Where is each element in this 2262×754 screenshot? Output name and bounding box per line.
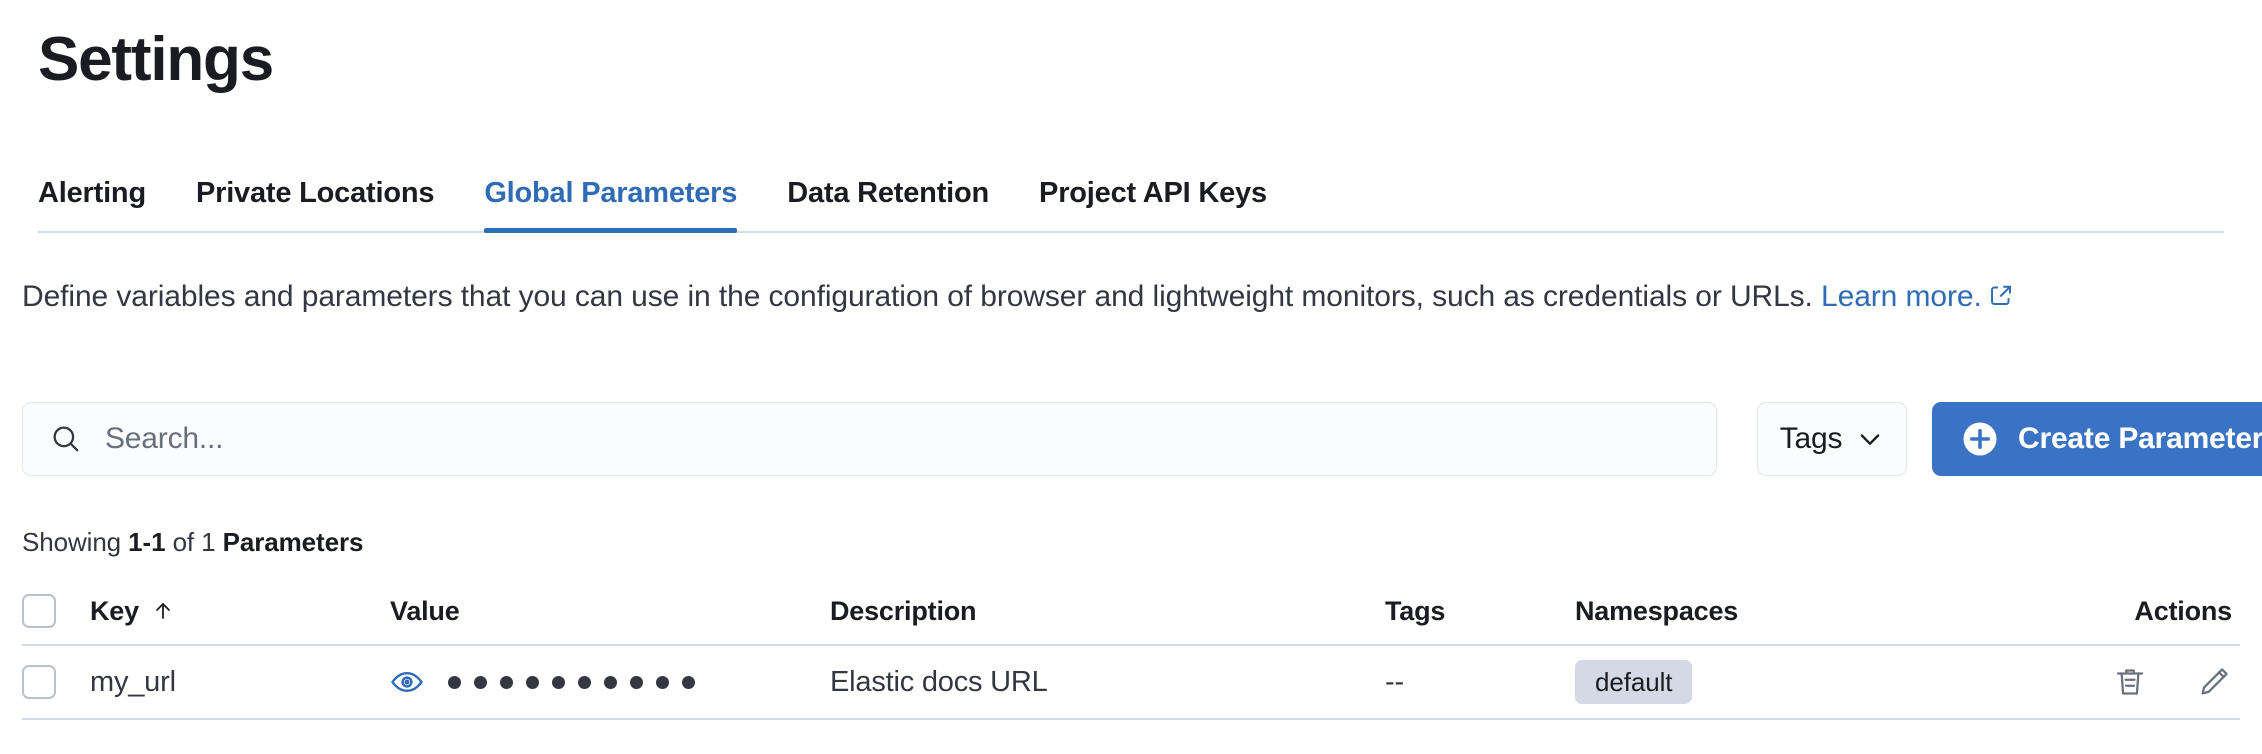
results-range: 1-1 — [128, 527, 166, 557]
learn-more-link[interactable]: Learn more. — [1821, 280, 1982, 313]
parameters-table: Key Value Description Tags Namespaces Ac… — [22, 578, 2240, 720]
external-link-icon — [1989, 273, 2013, 322]
plus-circle-icon — [1962, 421, 1998, 457]
chevron-down-icon — [1856, 425, 1884, 453]
trash-icon[interactable] — [2112, 664, 2148, 700]
header-cell-namespaces: Namespaces — [1575, 578, 2015, 644]
tab-global-parameters[interactable]: Global Parameters — [484, 155, 737, 233]
search-input[interactable] — [105, 422, 1690, 456]
tags-filter-button[interactable]: Tags — [1757, 402, 1907, 476]
cell-value — [390, 646, 830, 718]
column-tags-label: Tags — [1385, 595, 1446, 626]
cell-actions — [2015, 646, 2240, 718]
description-text: Define variables and parameters that you… — [22, 272, 2222, 322]
header-cell-description: Description — [830, 578, 1385, 644]
page-title: Settings — [38, 25, 274, 94]
column-namespaces-label: Namespaces — [1575, 595, 1739, 626]
description-body: Define variables and parameters that you… — [22, 280, 1822, 313]
results-noun: Parameters — [222, 527, 364, 557]
masked-value — [448, 675, 695, 689]
cell-description: Elastic docs URL — [830, 646, 1385, 718]
parameter-key: my_url — [90, 665, 176, 698]
results-prefix: Showing — [22, 527, 129, 557]
cell-tags: -- — [1385, 646, 1575, 718]
select-all-cell — [22, 578, 90, 644]
arrow-up-icon — [151, 599, 175, 623]
results-middle: of 1 — [165, 527, 223, 557]
namespace-badge: default — [1575, 660, 1693, 704]
tab-project-api-keys[interactable]: Project API Keys — [1039, 176, 1267, 209]
eye-icon[interactable] — [390, 665, 424, 699]
column-description-label: Description — [830, 595, 977, 626]
table-header-row: Key Value Description Tags Namespaces Ac… — [22, 578, 2240, 646]
column-value-label: Value — [390, 595, 460, 626]
row-checkbox[interactable] — [22, 665, 56, 699]
search-box[interactable] — [22, 402, 1717, 476]
pencil-icon[interactable] — [2196, 664, 2232, 700]
tags-filter-label: Tags — [1779, 422, 1843, 455]
create-parameter-label: Create Parameter — [2018, 422, 2262, 455]
results-count: Showing 1-1 of 1 Parameters — [22, 526, 363, 558]
header-cell-tags: Tags — [1385, 578, 1575, 644]
table-row: my_url Elastic docs URL -- defau — [22, 646, 2240, 720]
search-icon — [49, 422, 83, 456]
header-cell-value: Value — [390, 578, 830, 644]
tab-data-retention[interactable]: Data Retention — [787, 176, 990, 209]
row-select-cell — [22, 646, 90, 718]
create-parameter-button[interactable]: Create Parameter — [1932, 402, 2262, 476]
tab-alerting[interactable]: Alerting — [38, 176, 146, 209]
column-key-label: Key — [90, 595, 139, 626]
parameter-description: Elastic docs URL — [830, 665, 1048, 698]
parameter-tags: -- — [1385, 665, 1404, 698]
header-cell-key[interactable]: Key — [90, 578, 390, 644]
select-all-checkbox[interactable] — [22, 594, 56, 628]
cell-namespaces: default — [1575, 646, 2015, 718]
header-cell-actions: Actions — [2015, 578, 2240, 644]
toolbar: Tags Create Parameter — [22, 402, 2262, 476]
settings-tabs: Alerting Private Locations Global Parame… — [38, 155, 2224, 233]
column-actions-label: Actions — [2134, 595, 2232, 626]
tab-private-locations[interactable]: Private Locations — [195, 176, 435, 209]
cell-key: my_url — [90, 646, 390, 718]
